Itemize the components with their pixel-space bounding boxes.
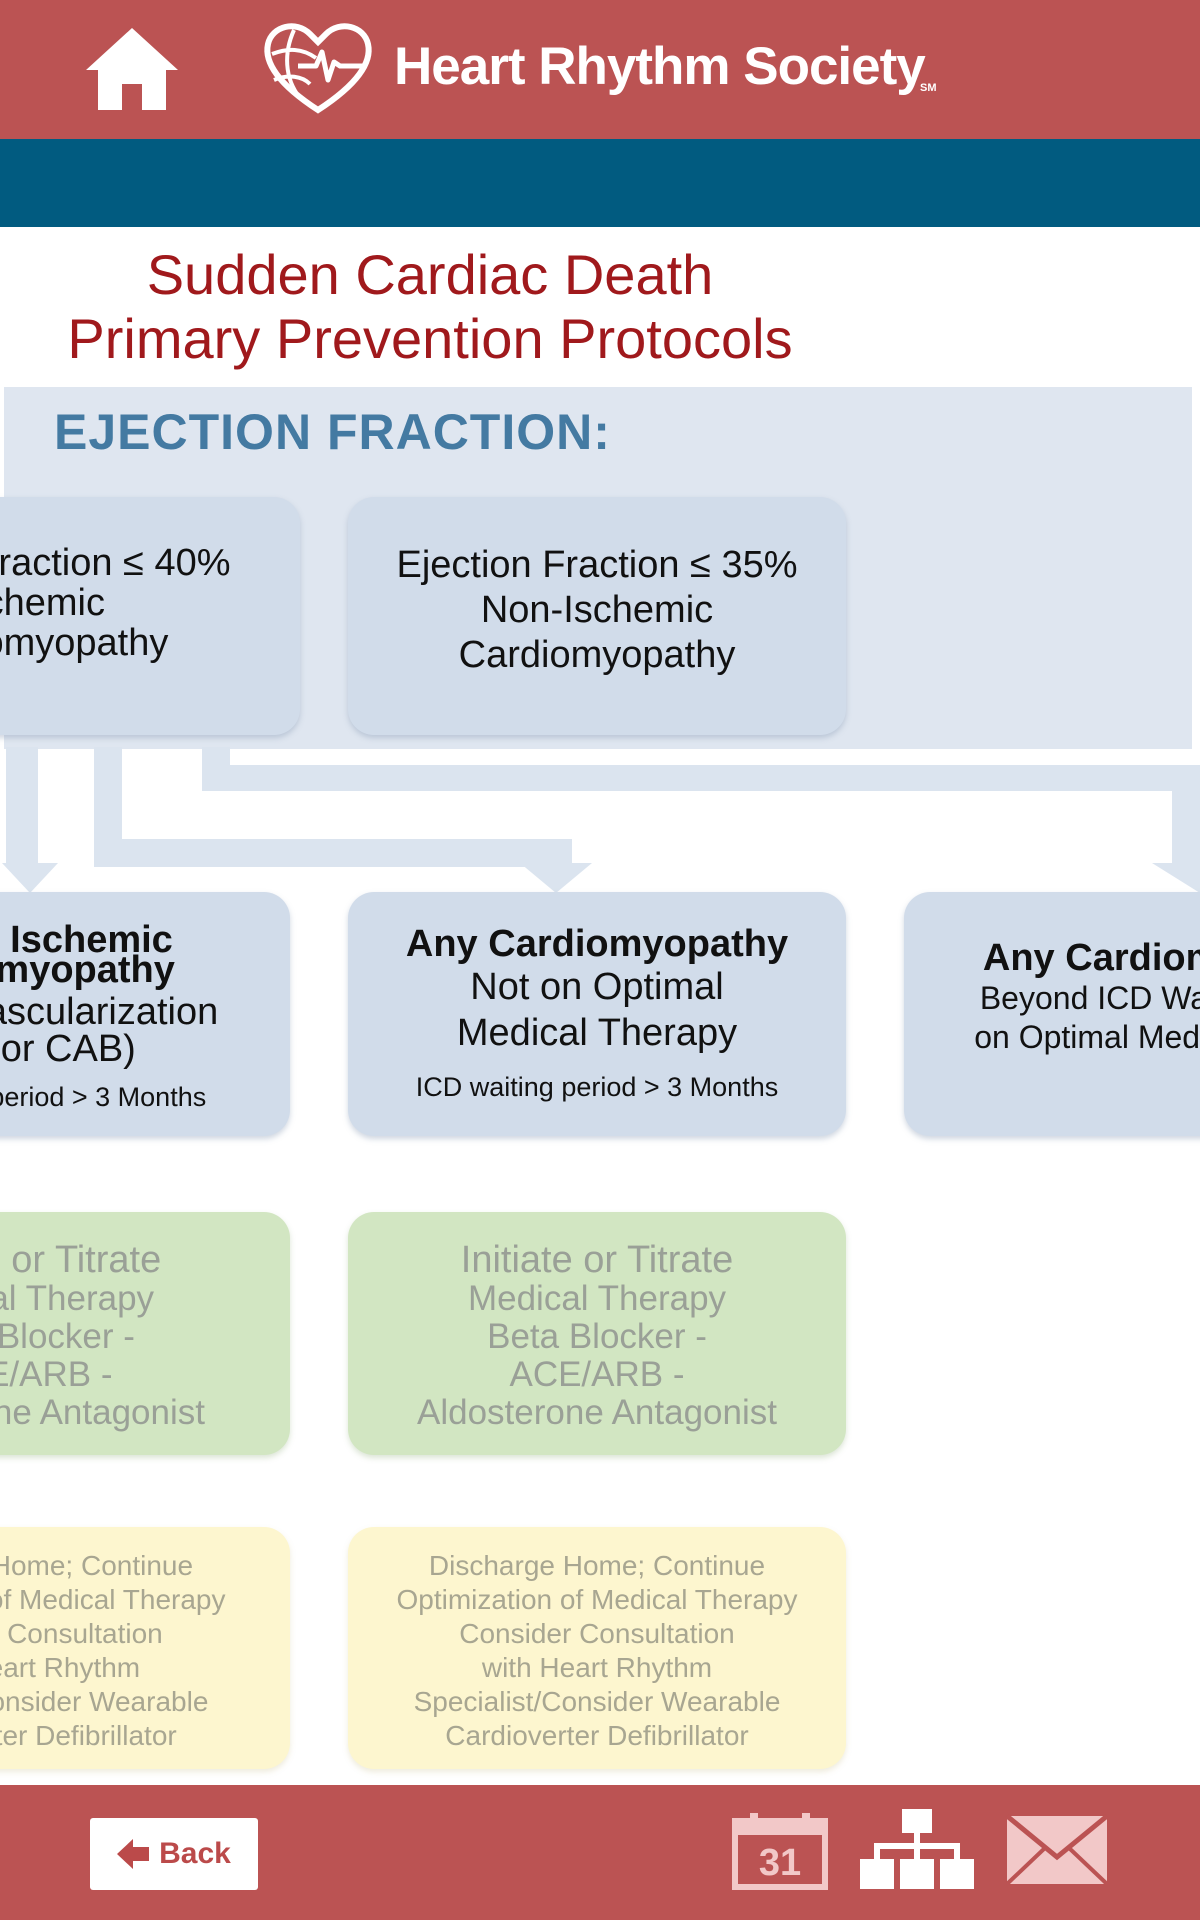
mail-button[interactable]	[1004, 1813, 1110, 1887]
title-line-1: Sudden Cardiac Death	[146, 243, 714, 306]
box-heading: Cardiomyopathy	[0, 949, 175, 991]
home-button[interactable]	[82, 22, 182, 114]
calendar-icon	[732, 1813, 828, 1890]
ef-box-line: Cardiomyopathy	[458, 634, 736, 676]
discharge-line: Consider Consultation	[0, 1618, 163, 1649]
discharge-box[interactable]: Discharge Home; Continue Optimization of…	[0, 1527, 290, 1769]
therapy-line: Beta Blocker -	[487, 1317, 707, 1356]
beyond-waiting-period-box[interactable]: Any Cardiomyopathy Beyond ICD Waiting Pe…	[904, 892, 1200, 1136]
medical-therapy-box[interactable]: Initiate or Titrate Medical Therapy Beta…	[0, 1212, 290, 1455]
box-body: (PCI or CAB)	[0, 1028, 136, 1070]
ef-box-line: Cardiomyopathy	[0, 622, 169, 664]
connector-arrow	[1152, 863, 1200, 893]
home-icon	[86, 28, 178, 110]
back-arrow-icon	[117, 1839, 150, 1869]
discharge-line: with Heart Rhythm	[481, 1652, 713, 1683]
discharge-line: Optimization of Medical Therapy	[0, 1584, 226, 1615]
title-line-2: Primary Prevention Protocols	[67, 307, 793, 370]
mail-icon	[1005, 1814, 1109, 1886]
sitemap-button[interactable]	[858, 1809, 976, 1891]
calendar-day: 31	[758, 1842, 802, 1884]
connector-arrow	[2, 863, 58, 893]
therapy-line: Initiate or Titrate	[460, 1239, 734, 1281]
box-body: Beyond ICD Waiting Period	[979, 980, 1200, 1016]
ischemic-revascularization-box[interactable]: Non or Ischemic Cardiomyopathy With Reva…	[0, 892, 290, 1136]
app-footer: Back 31	[0, 1785, 1200, 1920]
box-note: ICD waiting period > 3 Months	[415, 1072, 779, 1102]
therapy-line: Initiate or Titrate	[0, 1239, 162, 1281]
connector-line	[6, 747, 38, 867]
box-body: on Optimal Medical Therapy	[974, 1019, 1200, 1055]
medical-therapy-box[interactable]: Initiate or Titrate Medical Therapy Beta…	[348, 1212, 846, 1455]
therapy-line: ACE/ARB -	[509, 1355, 685, 1394]
discharge-line: Discharge Home; Continue	[428, 1550, 766, 1581]
ef-box-line: Non-Ischemic	[480, 589, 714, 631]
back-button-label: Back	[159, 1837, 231, 1870]
ef-box-line: Ischemic	[0, 582, 105, 624]
heart-globe-icon	[264, 23, 372, 114]
back-button[interactable]: Back	[90, 1818, 258, 1890]
box-note: ICD waiting period > 3 Months	[0, 1082, 207, 1112]
connector-arrow	[520, 863, 592, 893]
box-heading: Any Cardiomyopathy	[982, 937, 1200, 979]
discharge-box[interactable]: Discharge Home; Continue Optimization of…	[348, 1527, 846, 1769]
therapy-line: ACE/ARB -	[0, 1355, 113, 1394]
calendar-button[interactable]: 31	[732, 1811, 828, 1891]
ef-box-line: Ejection Fraction ≤ 40%	[0, 542, 231, 584]
page-title: Sudden Cardiac Death Primary Prevention …	[0, 243, 860, 371]
not-optimal-therapy-box[interactable]: Any Cardiomyopathy Not on Optimal Medica…	[348, 892, 846, 1136]
header-subbar	[0, 139, 1200, 227]
discharge-line: with Heart Rhythm	[0, 1652, 141, 1683]
app-header: Heart Rhythm Society SM	[0, 0, 1200, 139]
therapy-line: Beta Blocker -	[0, 1317, 135, 1356]
heart-rhythm-society-logo: Heart Rhythm Society SM	[258, 18, 958, 118]
logo-service-mark: SM	[920, 82, 937, 94]
connector-line	[544, 839, 572, 867]
therapy-line: Aldosterone Antagonist	[417, 1393, 777, 1432]
box-heading: Any Cardiomyopathy	[405, 923, 789, 965]
discharge-line: Specialist/Consider Wearable	[0, 1686, 209, 1717]
ef-ischemic-box[interactable]: Ejection Fraction ≤ 40% Ischemic Cardiom…	[0, 497, 300, 735]
discharge-line: Consider Consultation	[459, 1618, 735, 1649]
ef-box-line: Ejection Fraction ≤ 35%	[396, 544, 798, 586]
connector-line	[1172, 765, 1200, 865]
box-heading: Non or Ischemic	[0, 919, 173, 961]
discharge-line: Cardioverter Defibrillator	[0, 1720, 177, 1751]
ef-non-ischemic-box[interactable]: Ejection Fraction ≤ 35% Non-Ischemic Car…	[348, 497, 846, 735]
therapy-line: Medical Therapy	[0, 1279, 155, 1318]
connector-line	[94, 839, 572, 867]
discharge-line: Cardioverter Defibrillator	[445, 1720, 749, 1751]
therapy-line: Aldosterone Antagonist	[0, 1393, 205, 1432]
discharge-line: Discharge Home; Continue	[0, 1550, 194, 1581]
sitemap-icon	[860, 1809, 974, 1889]
therapy-line: Medical Therapy	[467, 1279, 727, 1318]
discharge-line: Specialist/Consider Wearable	[413, 1686, 781, 1717]
box-body: With Revascularization	[0, 991, 219, 1033]
protocol-chart[interactable]: Sudden Cardiac Death Primary Prevention …	[0, 227, 1200, 1785]
connector-line	[202, 765, 1200, 791]
discharge-line: Optimization of Medical Therapy	[396, 1584, 798, 1615]
box-body: Not on Optimal	[470, 966, 724, 1008]
box-body: Medical Therapy	[456, 1012, 738, 1054]
logo-text: Heart Rhythm Society	[394, 37, 926, 96]
section-label: EJECTION FRACTION:	[54, 404, 611, 460]
